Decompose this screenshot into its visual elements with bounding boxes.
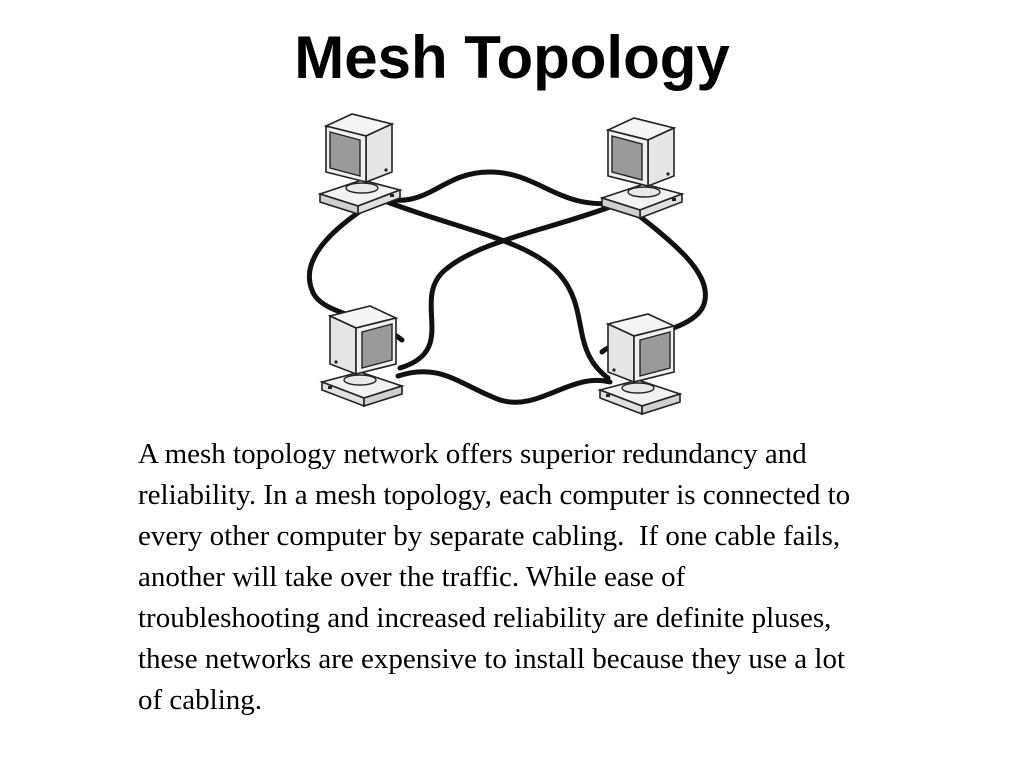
mesh-cables — [306, 169, 708, 405]
computer-top-right — [602, 118, 682, 218]
desktop-computer-icon — [321, 305, 403, 407]
desktop-computer-icon — [599, 313, 681, 415]
cable-bl-br — [395, 369, 613, 405]
computer-bottom-right — [599, 313, 681, 415]
desktop-computer-icon — [602, 118, 682, 218]
cable-tl-tr — [377, 169, 623, 206]
slide-title: Mesh Topology — [294, 24, 730, 91]
computer-bottom-left — [321, 305, 403, 407]
mesh-topology-diagram — [306, 100, 708, 415]
desktop-computer-icon — [320, 114, 400, 214]
cable-tr-bl — [397, 201, 621, 371]
topology-description: A mesh topology network offers superior … — [138, 438, 851, 716]
cable-tl-br — [379, 197, 611, 381]
computer-top-left — [320, 114, 400, 214]
